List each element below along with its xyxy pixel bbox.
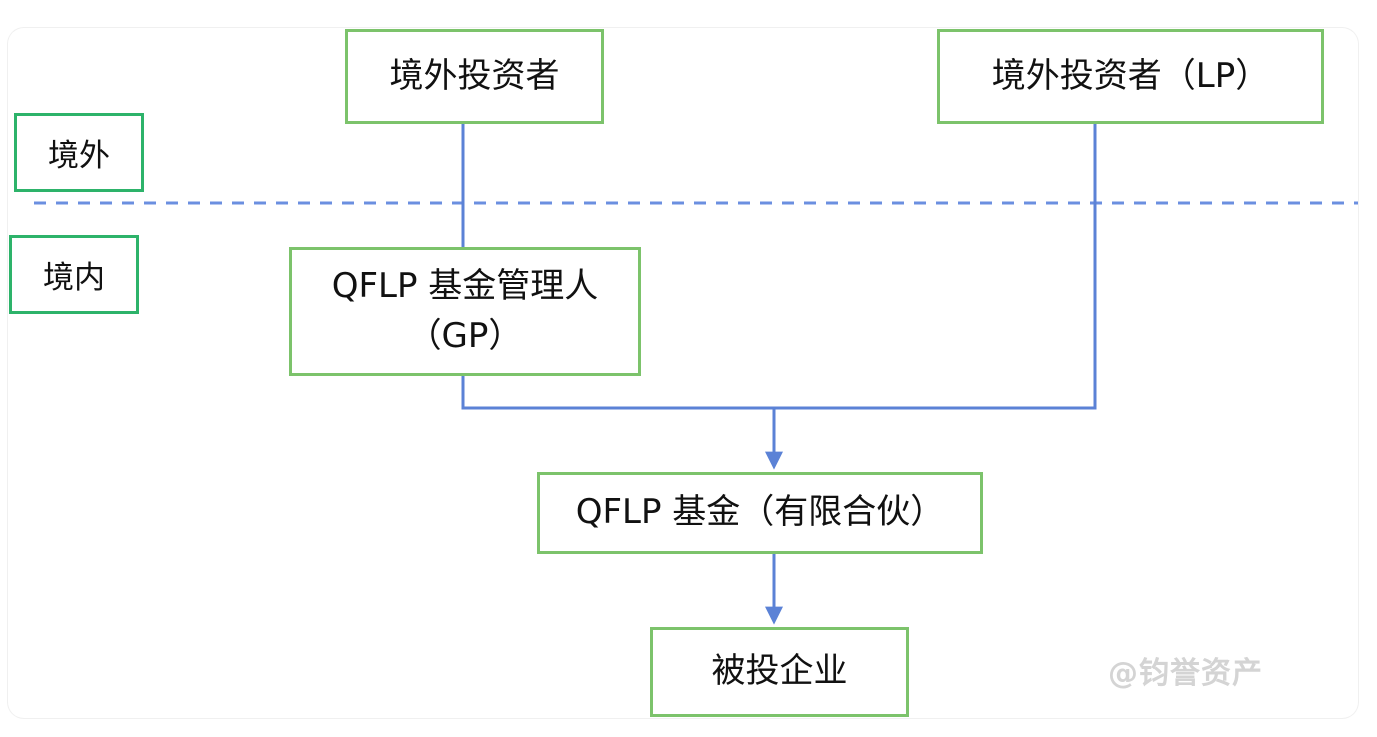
node-investee-text: 被投企业 (711, 651, 848, 692)
node-qflp-manager-line1: QFLP 基金管理人 (331, 266, 599, 307)
region-label-domestic: 境内 (9, 235, 139, 314)
node-foreign-investor: 境外投资者 (345, 29, 604, 124)
watermark: @钧誉资产 (1108, 648, 1263, 692)
connector-lp-to-junction (774, 123, 1097, 410)
node-qflp-manager-line2: （GP） (407, 315, 523, 356)
node-investee: 被投企业 (650, 627, 909, 717)
node-qflp-fund-text: QFLP 基金（有限合伙） (575, 492, 945, 533)
region-label-overseas: 境外 (14, 113, 144, 192)
node-foreign-investor-text: 境外投资者 (389, 55, 560, 96)
connector-manager-to-junction (461, 375, 774, 410)
node-qflp-fund: QFLP 基金（有限合伙） (537, 472, 983, 554)
region-domestic-text: 境内 (43, 260, 105, 296)
region-overseas-text: 境外 (48, 138, 110, 174)
node-qflp-manager: QFLP 基金管理人 （GP） (289, 247, 641, 376)
watermark-text: @钧誉资产 (1108, 656, 1263, 691)
node-foreign-investor-lp-text: 境外投资者（LP） (991, 55, 1270, 96)
node-foreign-investor-lp: 境外投资者（LP） (937, 29, 1324, 124)
diagram-card (8, 28, 1358, 718)
